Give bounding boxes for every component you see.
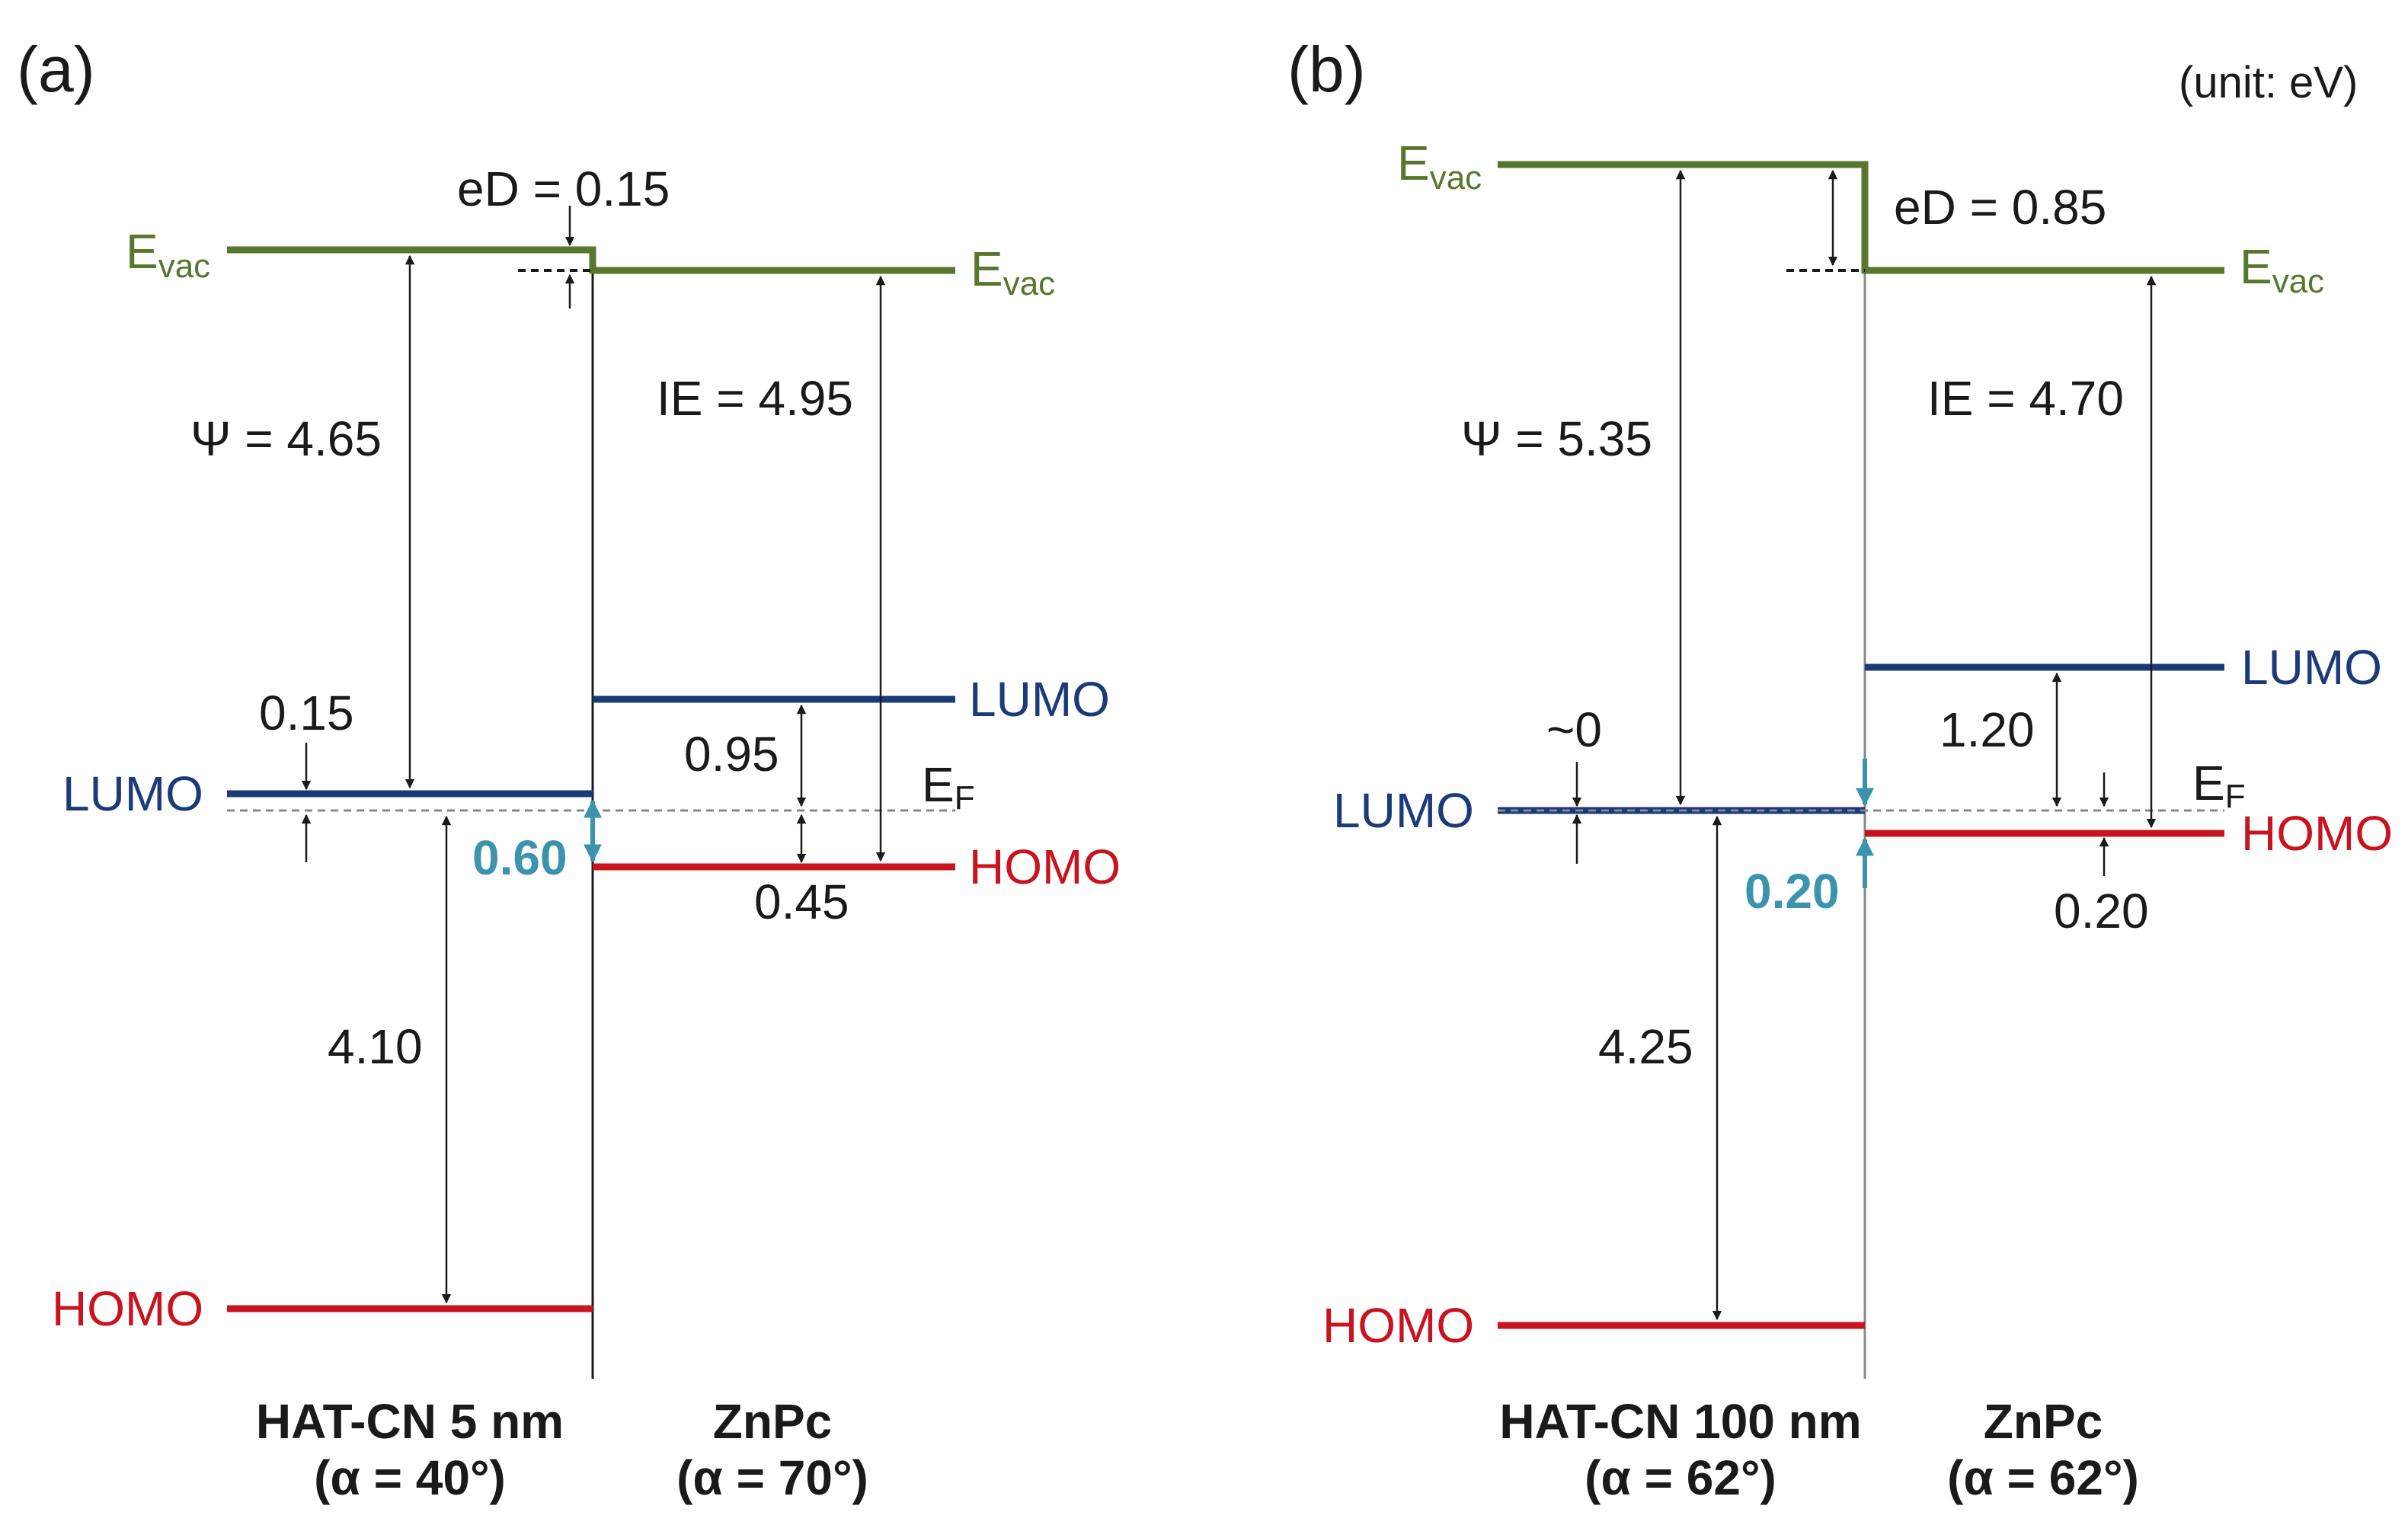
evac-left-label: Evac — [1397, 136, 1482, 197]
left-material-label: HAT-CN 100 nm — [1499, 1394, 1861, 1449]
unit-label: (unit: eV) — [2179, 58, 2358, 107]
lumo-gap-right-label: 1.20 — [1940, 702, 2035, 757]
work-function-label: Ψ = 4.65 — [190, 411, 382, 466]
homo-gap-right-label: 0.20 — [2054, 884, 2149, 938]
evac-right-label: Evac — [2240, 239, 2324, 300]
lumo-left-label: LUMO — [1333, 783, 1474, 838]
lumo-ef-gap-label: ~0 — [1546, 702, 1602, 757]
homo-gap-right-label: 0.45 — [754, 874, 849, 929]
left-material-angle: (α = 40°) — [314, 1450, 506, 1505]
panel-a: (a) Evac Evac eD = — [17, 34, 1121, 1505]
dipole-label: eD = 0.85 — [1894, 180, 2106, 235]
evac-right-label: Evac — [971, 241, 1055, 302]
left-material-label: HAT-CN 5 nm — [256, 1394, 564, 1449]
panel-a-tag: (a) — [17, 34, 95, 105]
ionization-energy-label: IE = 4.70 — [1927, 371, 2124, 426]
fermi-level-label: EF — [922, 757, 975, 817]
lumo-gap-right-label: 0.95 — [684, 727, 779, 782]
ionization-energy-label: IE = 4.95 — [657, 371, 853, 426]
right-material-label: ZnPc — [713, 1394, 832, 1449]
lumo-right-label: LUMO — [969, 672, 1110, 727]
evac-left-label: Evac — [126, 224, 210, 285]
interface-offset-label: 0.20 — [1744, 864, 1840, 919]
interface-offset-label: 0.60 — [472, 830, 568, 885]
lumo-left-label: LUMO — [62, 766, 203, 821]
homo-left-label: HOMO — [52, 1281, 203, 1336]
homo-gap-left-label: 4.10 — [328, 1019, 423, 1074]
left-material-angle: (α = 62°) — [1585, 1450, 1776, 1505]
vacuum-level-line — [227, 246, 955, 274]
lumo-ef-gap-label: 0.15 — [259, 686, 354, 740]
work-function-label: Ψ = 5.35 — [1461, 411, 1652, 466]
vacuum-level-line — [1498, 161, 2224, 274]
homo-right-label: HOMO — [969, 839, 1121, 894]
dipole-label: eD = 0.15 — [457, 161, 670, 216]
right-material-label: ZnPc — [1984, 1394, 2103, 1449]
homo-gap-left-label: 4.25 — [1598, 1019, 1693, 1074]
right-material-angle: (α = 62°) — [1947, 1450, 2139, 1505]
right-material-angle: (α = 70°) — [676, 1450, 868, 1505]
panel-b: (b) (unit: eV) Evac Evac eD = 0.85 Ψ = 5… — [1287, 34, 2393, 1505]
panel-b-tag: (b) — [1287, 34, 1366, 105]
lumo-right-label: LUMO — [2241, 640, 2382, 695]
fermi-level-label: EF — [2192, 756, 2246, 815]
homo-left-label: HOMO — [1322, 1298, 1474, 1353]
homo-right-label: HOMO — [2241, 806, 2393, 861]
